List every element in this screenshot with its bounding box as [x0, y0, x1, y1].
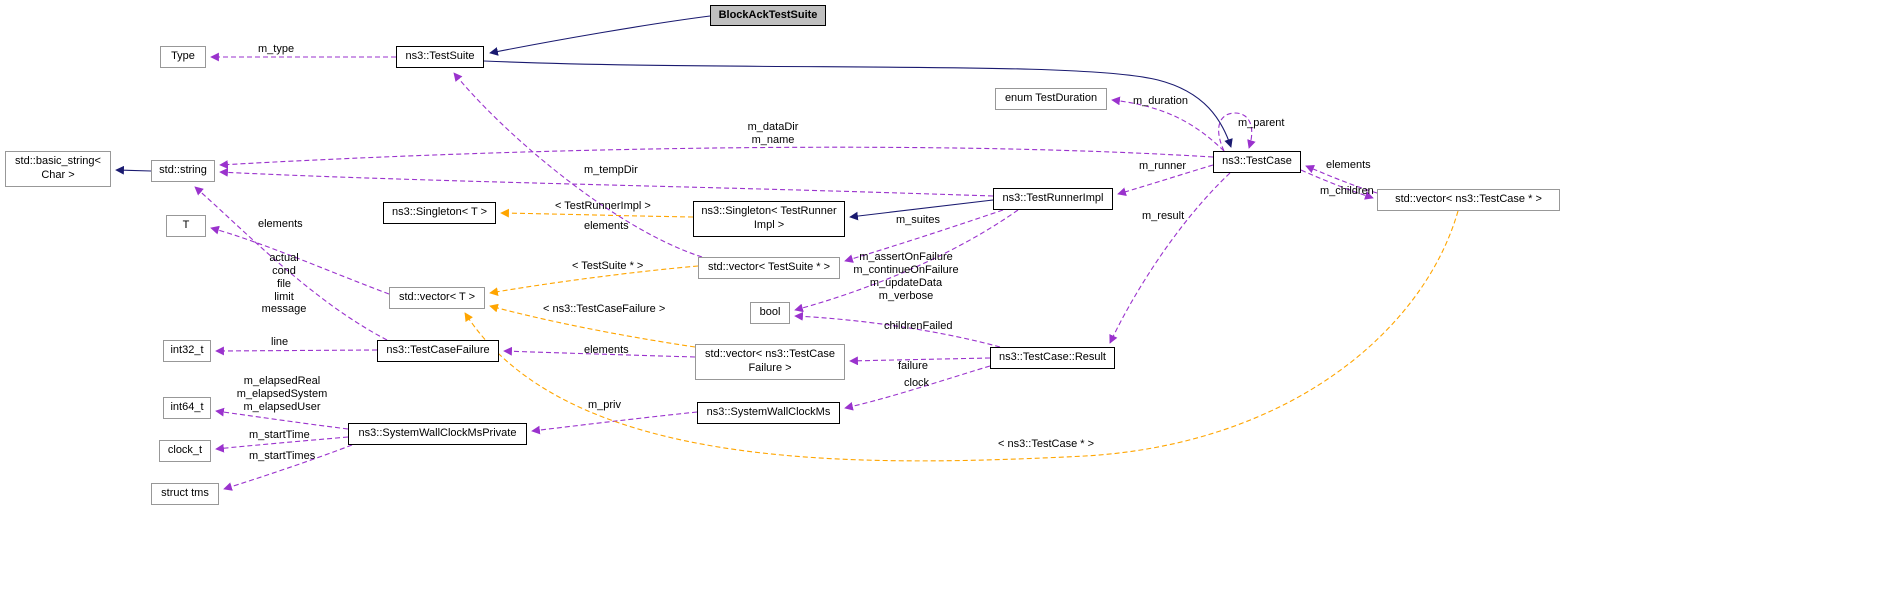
node-bool: bool	[750, 302, 790, 324]
edge-label-m-elapsed: m_elapsedReal m_elapsedSystem m_elapsedU…	[236, 375, 328, 413]
edge-usage-clock	[844, 365, 991, 411]
node-testcase-result[interactable]: ns3::TestCase::Result	[990, 347, 1115, 369]
edge-label-template-testsuite-ptr: < TestSuite * >	[572, 260, 644, 272]
edge-usage-m-priv	[531, 411, 698, 435]
node-testcase[interactable]: ns3::TestCase	[1213, 151, 1301, 173]
node-testrunnerimpl[interactable]: ns3::TestRunnerImpl	[993, 188, 1113, 210]
node-testcasefailure[interactable]: ns3::TestCaseFailure	[377, 340, 499, 362]
edge-label-template-testcase-ptr: < ns3::TestCase * >	[998, 438, 1094, 450]
edge-usage-m-starttimes	[223, 444, 353, 491]
node-testsuite[interactable]: ns3::TestSuite	[396, 46, 484, 68]
edge-template-singleton-testrunnerimpl	[500, 208, 694, 218]
edge-label-elements-vect: elements	[258, 218, 303, 230]
node-struct-tms: struct tms	[151, 483, 219, 505]
edge-label-elements-vectcf: elements	[584, 344, 629, 356]
edge-usage-m-duration	[1111, 96, 1225, 152]
node-systemwallclockmsprivate[interactable]: ns3::SystemWallClockMsPrivate	[348, 423, 527, 445]
edge-label-m-datadir-m-name: m_dataDir m_name	[747, 121, 799, 146]
edge-label-failure-fields: actual cond file limit message	[261, 252, 307, 316]
node-vector-t: std::vector< T >	[389, 287, 485, 309]
edge-usage-m-children	[1300, 169, 1374, 200]
edge-inherit-string-basicstring	[115, 165, 152, 175]
edge-label-m-suites: m_suites	[896, 214, 941, 226]
node-systemwallclockms[interactable]: ns3::SystemWallClockMs	[697, 402, 840, 424]
edge-usage-childrenfailed	[794, 311, 1001, 348]
edge-label-m-duration: m_duration	[1133, 95, 1189, 107]
edge-usage-m-result	[1109, 172, 1231, 344]
edge-label-runner-flags: m_assertOnFailure m_continueOnFailure m_…	[853, 251, 959, 302]
edge-usage-line	[215, 346, 378, 356]
edge-usage-m-suites	[844, 209, 1004, 263]
edge-label-m-starttime: m_startTime	[249, 429, 310, 441]
edge-template-vector-testcase-ptr	[464, 210, 1459, 462]
edge-label-m-children: m_children	[1320, 185, 1374, 197]
edge-usage-elements-vectcf-tcf	[503, 346, 696, 358]
edge-label-elements-vectestcase: elements	[1326, 159, 1371, 171]
edge-label-m-type: m_type	[258, 43, 295, 55]
edge-usage-elements-vectestsuite-testsuite	[453, 72, 703, 258]
edge-inherit-testsuite-testcase	[483, 60, 1233, 148]
node-singleton-testrunnerimpl[interactable]: ns3::Singleton< TestRunner Impl >	[693, 201, 845, 237]
edge-usage-elements-vect-t	[210, 225, 390, 295]
edge-usage-failure	[849, 356, 991, 366]
node-vector-testcasefailure: std::vector< ns3::TestCase Failure >	[695, 344, 845, 380]
node-basic-string: std::basic_string< Char >	[5, 151, 111, 187]
edge-label-m-tempdir: m_tempDir	[584, 164, 638, 176]
edge-label-m-priv: m_priv	[588, 399, 622, 411]
edge-label-m-starttimes: m_startTimes	[249, 450, 316, 462]
node-clock-t: clock_t	[159, 440, 211, 462]
edge-usage-m-runner	[1117, 164, 1214, 196]
node-singleton-t[interactable]: ns3::Singleton< T >	[383, 202, 496, 224]
edge-inherit-blockacktestsuite-testsuite	[489, 15, 711, 56]
node-t: T	[166, 215, 206, 237]
node-int64-t: int64_t	[163, 397, 211, 419]
edge-usage-runner-bools	[794, 209, 1019, 313]
edge-label-m-parent: m_parent	[1238, 117, 1285, 129]
node-vector-testcase-ptr: std::vector< ns3::TestCase * >	[1377, 189, 1560, 211]
node-enum-testduration: enum TestDuration	[995, 88, 1107, 110]
edge-label-template-testcasefailure: < ns3::TestCaseFailure >	[543, 303, 666, 315]
edge-template-vector-testsuite	[489, 265, 699, 296]
edge-usage-failure-strings	[194, 186, 388, 341]
edge-label-template-testrunnerimpl: < TestRunnerImpl >	[555, 200, 651, 212]
edge-inherit-testrunnerimpl-singleton	[849, 199, 994, 221]
edge-label-failure: failure	[898, 360, 928, 372]
edge-label-line: line	[271, 336, 289, 348]
edge-usage-m-tempdir	[219, 168, 994, 197]
edge-usage-m-datadir-m-name	[219, 146, 1214, 169]
edge-usage-m-starttime	[215, 436, 349, 453]
edge-label-m-result: m_result	[1142, 210, 1185, 222]
edge-label-m-runner: m_runner	[1139, 160, 1187, 172]
edge-usage-m-elapsed	[215, 407, 349, 430]
edge-usage-m-parent	[1218, 112, 1256, 152]
edge-template-vector-testcasefailure	[489, 303, 696, 348]
edge-label-elements-vectestsuite: elements	[584, 220, 629, 232]
edge-label-clock: clock	[904, 377, 930, 389]
node-type: Type	[160, 46, 206, 68]
node-blockacktestsuite: BlockAckTestSuite	[710, 5, 826, 26]
node-vector-testsuite-ptr: std::vector< TestSuite * >	[698, 257, 840, 279]
edge-label-childrenfailed: childrenFailed	[884, 320, 953, 332]
node-string: std::string	[151, 160, 215, 182]
node-int32-t: int32_t	[163, 340, 211, 362]
